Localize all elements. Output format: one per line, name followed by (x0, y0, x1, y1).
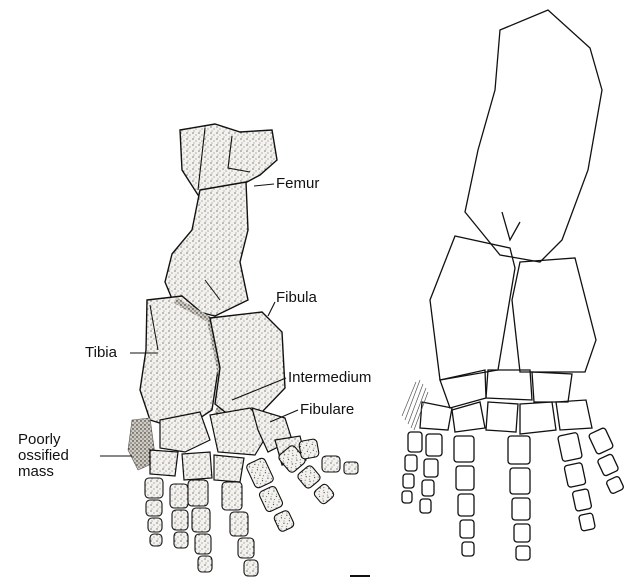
outline-ossified-mass-hatching (402, 380, 428, 430)
label-intermedium: Intermedium (288, 370, 371, 386)
outline-tibia (430, 236, 515, 380)
outline-femur (465, 10, 602, 262)
label-fibula: Fibula (276, 290, 317, 306)
outline-fibula (512, 258, 596, 372)
label-femur: Femur (276, 176, 319, 192)
label-tibia: Tibia (85, 345, 117, 361)
label-fibulare: Fibulare (300, 402, 354, 418)
label-poorly-ossified-mass: Poorly ossified mass (18, 432, 88, 480)
